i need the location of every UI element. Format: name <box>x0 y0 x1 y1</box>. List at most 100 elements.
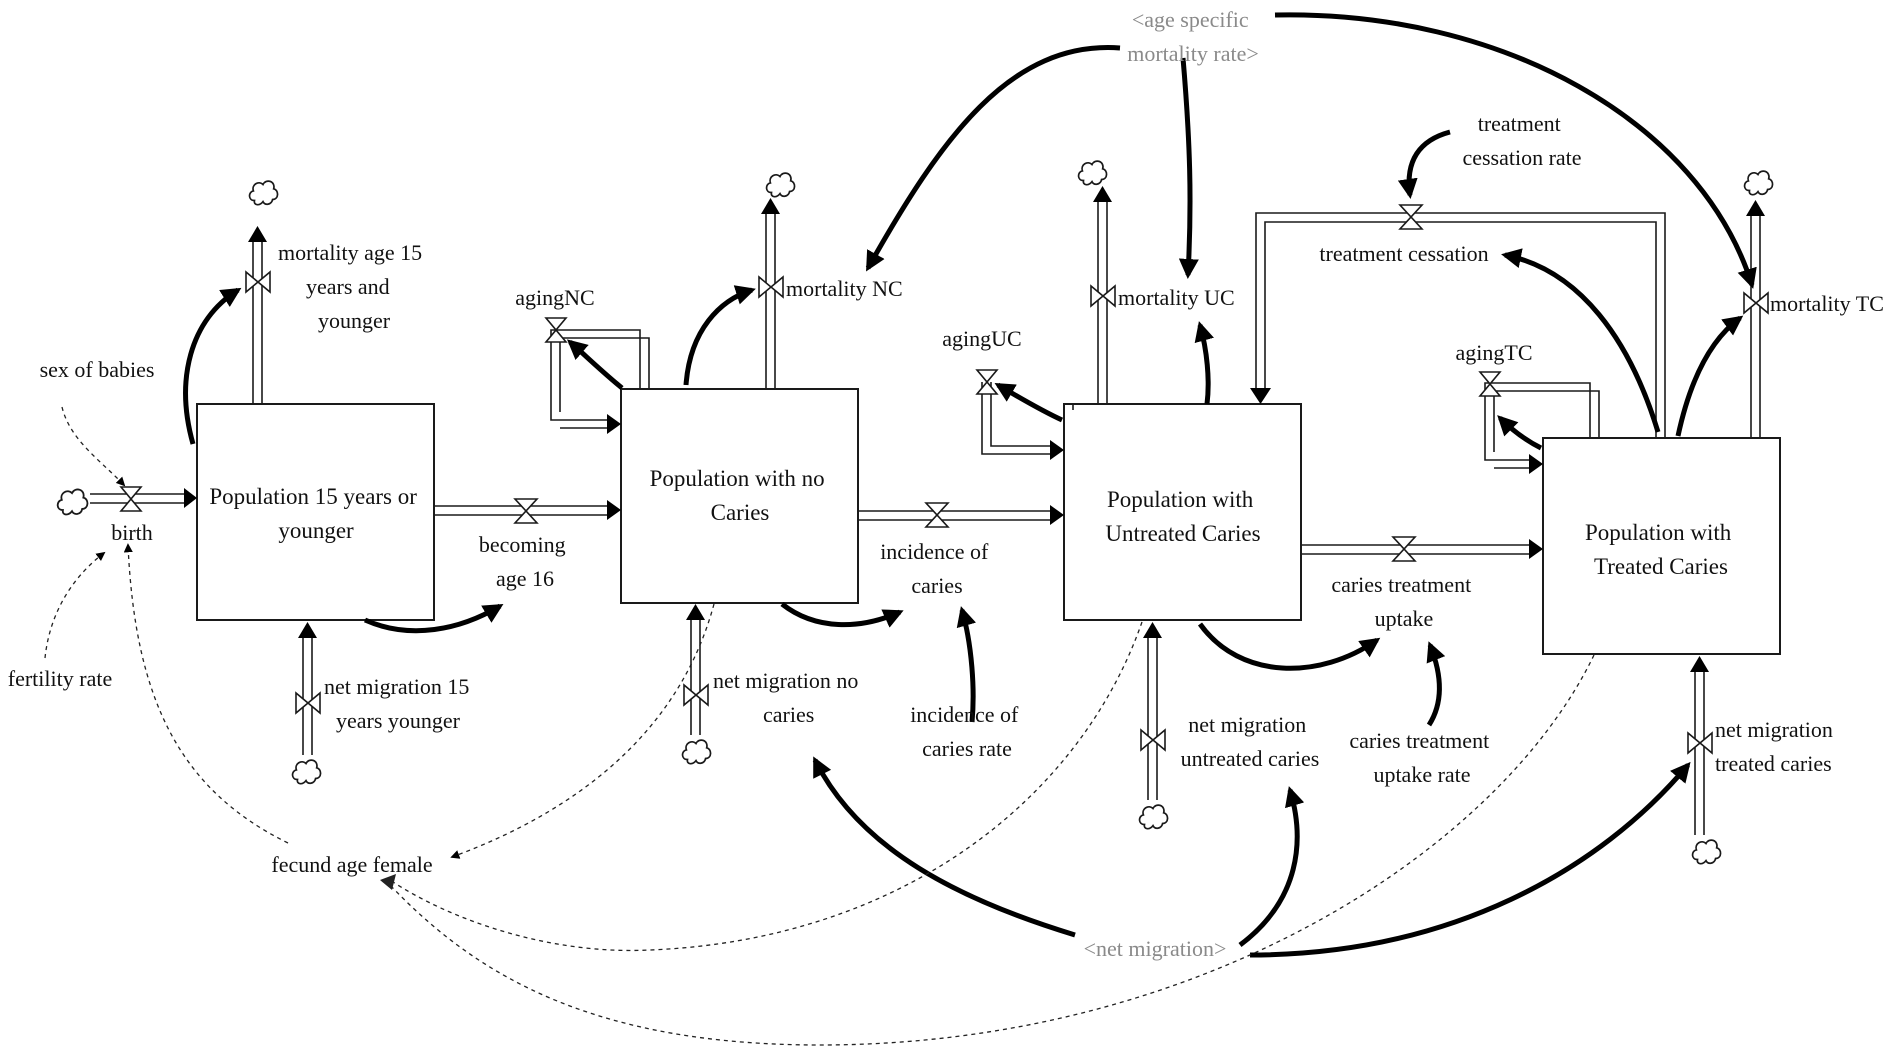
valve-icon-mortality15[interactable] <box>245 270 271 294</box>
shadow-label-net-migration[interactable]: <net migration> <box>1084 936 1227 961</box>
valve-icon-migrationNC[interactable] <box>683 683 709 707</box>
valve-icon-migrationUC[interactable] <box>1140 728 1166 752</box>
valve-icon-migrationTC[interactable] <box>1687 731 1713 755</box>
migration15-line2: years younger <box>336 708 461 733</box>
link-uc-to-mortalityUC <box>1194 321 1214 405</box>
flow-label-incidence[interactable]: incidence of caries <box>880 539 994 598</box>
incidence-line1: incidence of <box>880 539 989 564</box>
variable-label-sex-of-babies[interactable]: sex of babies <box>40 357 155 382</box>
valve-icon-birth[interactable] <box>119 486 143 512</box>
migrationNC-line2: caries <box>763 702 814 727</box>
flow-label-uptake[interactable]: caries treatment uptake <box>1331 572 1476 631</box>
flow-label-migrationUC[interactable]: net migration untreated caries <box>1181 712 1320 771</box>
flow-pipe-uptake <box>1301 539 1543 559</box>
valve-icon-agingTC[interactable] <box>1478 371 1502 397</box>
flow-label-mortality15[interactable]: mortality age 15 years and younger <box>278 240 428 333</box>
flow-label-migrationNC[interactable]: net migration no caries <box>713 668 864 727</box>
stock-pop15-line2: younger <box>278 518 354 543</box>
link-nc-to-agingNC <box>566 339 624 390</box>
flow-label-migrationTC[interactable]: net migration treated caries <box>1715 717 1838 776</box>
flow-pipe-mortality15 <box>248 226 267 404</box>
link-sex-to-birth <box>61 406 126 487</box>
flow-pipe-agingNC <box>550 329 650 434</box>
flow-pipe-cessation <box>1250 212 1666 438</box>
agingUC-line1: agingUC <box>942 326 1021 351</box>
flow-label-agingUC[interactable]: agingUC <box>942 326 1021 351</box>
valve-icon-agingUC[interactable] <box>975 369 999 395</box>
flow-pipe-migrationUC <box>1143 622 1162 800</box>
flow-label-agingNC[interactable]: agingNC <box>515 285 594 310</box>
valve-icon-cessation[interactable] <box>1398 204 1424 230</box>
flow-label-mortalityTC[interactable]: mortality TC <box>1770 291 1884 316</box>
mortalityRate-line1: <age specific <box>1132 7 1249 32</box>
link-uptake-rate-to-uptake <box>1426 641 1446 727</box>
link-mortality-rate-to-mortalityTC <box>1274 12 1757 289</box>
mortality15-line1: mortality age 15 <box>278 240 422 265</box>
link-uc-to-agingUC <box>994 382 1064 423</box>
flow-label-mortalityUC[interactable]: mortality UC <box>1118 285 1235 310</box>
variable-label-fertility-rate[interactable]: fertility rate <box>8 666 112 691</box>
migration15-line1: net migration 15 <box>324 674 469 699</box>
flow-pipe-birth <box>90 488 197 508</box>
variable-label-uptake-rate[interactable]: caries treatment uptake rate <box>1349 728 1494 787</box>
flow-pipe-incidence <box>858 505 1064 525</box>
flow-label-cessation[interactable]: treatment cessation <box>1319 241 1488 266</box>
stock-uc-line2: Untreated Caries <box>1105 521 1260 546</box>
uptakeRate-line1: caries treatment <box>1349 728 1489 753</box>
valve-icon-mortalityNC[interactable] <box>758 275 784 299</box>
flow-label-migration15[interactable]: net migration 15 years younger <box>324 674 475 733</box>
mortality15-line2: years and <box>306 274 390 299</box>
link-cessation-rate-to-cessation <box>1397 129 1451 199</box>
flow-label-agingTC[interactable]: agingTC <box>1456 340 1533 365</box>
valve-icon-incidence[interactable] <box>924 502 950 528</box>
link-uc-to-fecund <box>389 621 1143 952</box>
variable-label-fecund-age-female[interactable]: fecund age female <box>271 852 432 877</box>
stock-pop15[interactable]: Population 15 years or younger <box>196 403 435 621</box>
valve-icon-migration15[interactable] <box>295 691 321 715</box>
uptake-line1: caries treatment <box>1331 572 1471 597</box>
migrationUC-line2: untreated caries <box>1181 746 1320 771</box>
stock-tc[interactable]: Population with Treated Caries <box>1542 437 1781 655</box>
cloud-icon-mortalityNC-sink <box>765 172 796 198</box>
arrowhead-fecund-in <box>380 874 396 890</box>
link-uc-to-uptake <box>1197 622 1381 671</box>
flow-label-becoming16[interactable]: becoming age 16 <box>479 532 571 591</box>
flow-pipe-migration15 <box>298 622 317 755</box>
stock-uc[interactable]: Population with Untreated Caries <box>1063 403 1302 621</box>
link-tc-to-agingTC <box>1497 415 1543 451</box>
flow-pipe-mortalityTC <box>1746 200 1765 438</box>
agingNC-line1: agingNC <box>515 285 594 310</box>
valve-icon-uptake[interactable] <box>1391 536 1417 562</box>
stock-label-tc: Population with Treated Caries <box>1585 520 1737 579</box>
cloud-icon-migrationNC-source <box>681 739 712 765</box>
stock-nc[interactable]: Population with no Caries <box>620 388 859 604</box>
migrationNC-line1: net migration no <box>713 668 858 693</box>
incidence-line2: caries <box>911 573 962 598</box>
mortalityNC-line1: mortality NC <box>786 276 903 301</box>
valve-icon-agingNC[interactable] <box>544 317 568 343</box>
migrationTC-line1: net migration <box>1715 717 1833 742</box>
mortalityUC-line1: mortality UC <box>1118 285 1235 310</box>
link-tc-to-cessation <box>1501 248 1661 433</box>
incidenceRate-line2: caries rate <box>922 736 1012 761</box>
cessationRate-line2: cessation rate <box>1462 145 1581 170</box>
stock-nc-line2: Caries <box>711 500 770 525</box>
link-net-migration-to-migrationTC <box>1249 761 1691 958</box>
valve-icon-mortalityTC[interactable] <box>1743 291 1769 315</box>
link-mortality-rate-to-mortalityUC <box>1178 57 1199 279</box>
valve-icon-mortalityUC[interactable] <box>1090 284 1116 308</box>
flow-label-mortalityNC[interactable]: mortality NC <box>786 276 903 301</box>
shadow-label-mortality-rate[interactable]: <age specific mortality rate> <box>1127 7 1259 66</box>
valve-icon-becoming16[interactable] <box>513 498 539 524</box>
cessationRate-line1: treatment <box>1478 111 1561 136</box>
sexOfBabies-line1: sex of babies <box>40 357 155 382</box>
netMigration-line1: <net migration> <box>1084 936 1227 961</box>
link-mortality-rate-to-mortalityNC <box>865 45 1121 272</box>
link-pop15-to-becoming16 <box>363 603 504 634</box>
stock-label-nc: Population with no Caries <box>650 466 831 525</box>
link-tc-to-mortalityTC <box>1675 315 1744 437</box>
flow-label-birth[interactable]: birth <box>111 520 153 545</box>
variable-label-incidence-rate[interactable]: incidence of caries rate <box>910 702 1024 761</box>
variable-label-cessation-rate[interactable]: treatment cessation rate <box>1462 111 1581 170</box>
stock-pop15-line1: Population 15 years or <box>209 484 417 509</box>
